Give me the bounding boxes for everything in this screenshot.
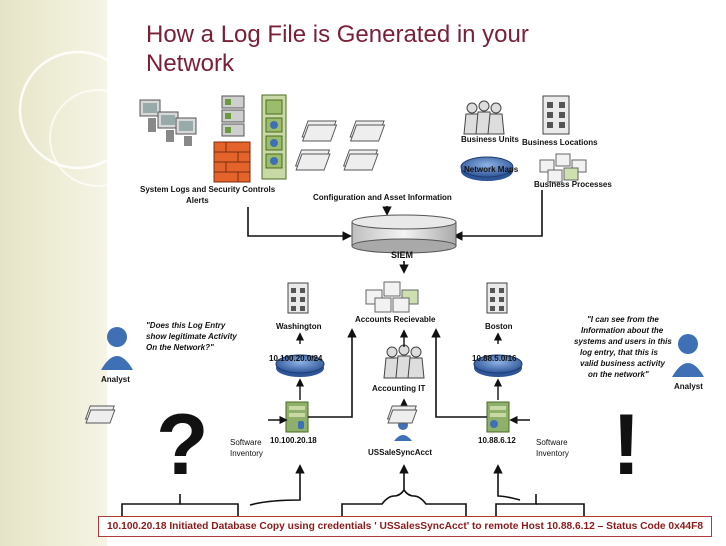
building-icon <box>542 95 570 135</box>
washington-host-label: 10.100.20.18 <box>270 436 317 445</box>
source-arrows <box>247 190 543 241</box>
left-quote-line2: show legitimate Activity <box>146 332 237 341</box>
computers-icon <box>139 99 197 146</box>
software-inventory-label-left-2: Inventory <box>230 449 263 458</box>
software-inventory-label-left: Software <box>230 438 262 447</box>
left-quote-line3: On the Network?" <box>146 343 214 352</box>
boston-host-label: 10.88.6.12 <box>478 436 516 445</box>
software-inventory-label-right-2: Inventory <box>536 449 569 458</box>
exclamation-mark: ! <box>612 397 641 493</box>
siem-label: SIEM <box>391 250 413 260</box>
system-logs-label: System Logs and Security Controls <box>140 185 276 194</box>
washington-router-icon <box>275 354 325 377</box>
washington-server-icon <box>285 401 309 433</box>
log-braces <box>121 464 585 516</box>
right-quote-line4: log entry, that this is <box>580 348 658 357</box>
boston-subnet-label: 10.88.5.0/16 <box>472 354 517 363</box>
left-quote-line1: "Does this Log Entry <box>146 321 226 330</box>
right-quote-line1: "I can see from the <box>587 315 659 324</box>
title-line-1: How a Log File is Generated in your <box>146 21 529 48</box>
network-maps-icon <box>460 156 514 181</box>
software-inventory-label-right: Software <box>536 438 568 447</box>
slide-title: How a Log File is Generated in your Netw… <box>146 20 626 78</box>
software-docs-icon-right <box>386 405 418 424</box>
left-analyst-icon <box>101 327 133 370</box>
system-logs-label-2: Alerts <box>186 196 209 205</box>
blocks-icon <box>539 153 587 183</box>
left-analyst-label: Analyst <box>101 375 130 384</box>
business-processes-label: Business Processes <box>534 180 612 189</box>
right-analyst-label: Analyst <box>674 382 703 391</box>
boston-label: Boston <box>485 322 513 331</box>
accounts-blocks-icon <box>365 281 419 313</box>
washington-subnet-label: 10.100.20.0/24 <box>269 354 323 363</box>
title-line-2: Network <box>146 50 235 77</box>
washington-label: Washington <box>276 322 322 331</box>
right-quote-line6: on the network" <box>588 370 649 379</box>
accounting-label: Accounting IT <box>372 384 425 393</box>
software-docs-icon <box>84 405 116 424</box>
right-quote-line2: Information about the <box>581 326 664 335</box>
siem-database-icon <box>351 214 457 254</box>
washington-building-icon <box>287 282 309 314</box>
boston-router-icon <box>473 354 523 377</box>
right-quote-line3: systems and users in this <box>574 337 672 346</box>
network-maps-label: Network Maps <box>464 165 519 174</box>
business-locations-label: Business Locations <box>522 138 598 147</box>
configuration-label: Configuration and Asset Information <box>313 193 452 202</box>
business-units-label: Business Units <box>461 135 519 144</box>
documents-icon <box>294 120 386 171</box>
decorative-circles <box>18 50 147 187</box>
server-rack-icon <box>261 94 287 180</box>
right-quote-line5: valid business activity <box>580 359 665 368</box>
server-stack-icon <box>221 95 245 137</box>
right-analyst-icon <box>672 334 704 377</box>
accounting-people-icon <box>383 344 425 379</box>
boston-server-icon <box>486 401 510 433</box>
log-entry-box: 10.100.20.18 Initiated Database Copy usi… <box>98 516 712 537</box>
account-user-label: USSaleSyncAcct <box>368 448 432 457</box>
boston-building-icon <box>486 282 508 314</box>
accounts-label: Accounts Recievable <box>355 315 436 324</box>
people-icon <box>463 100 505 135</box>
question-mark: ? <box>156 397 209 493</box>
firewall-icon <box>213 141 251 183</box>
